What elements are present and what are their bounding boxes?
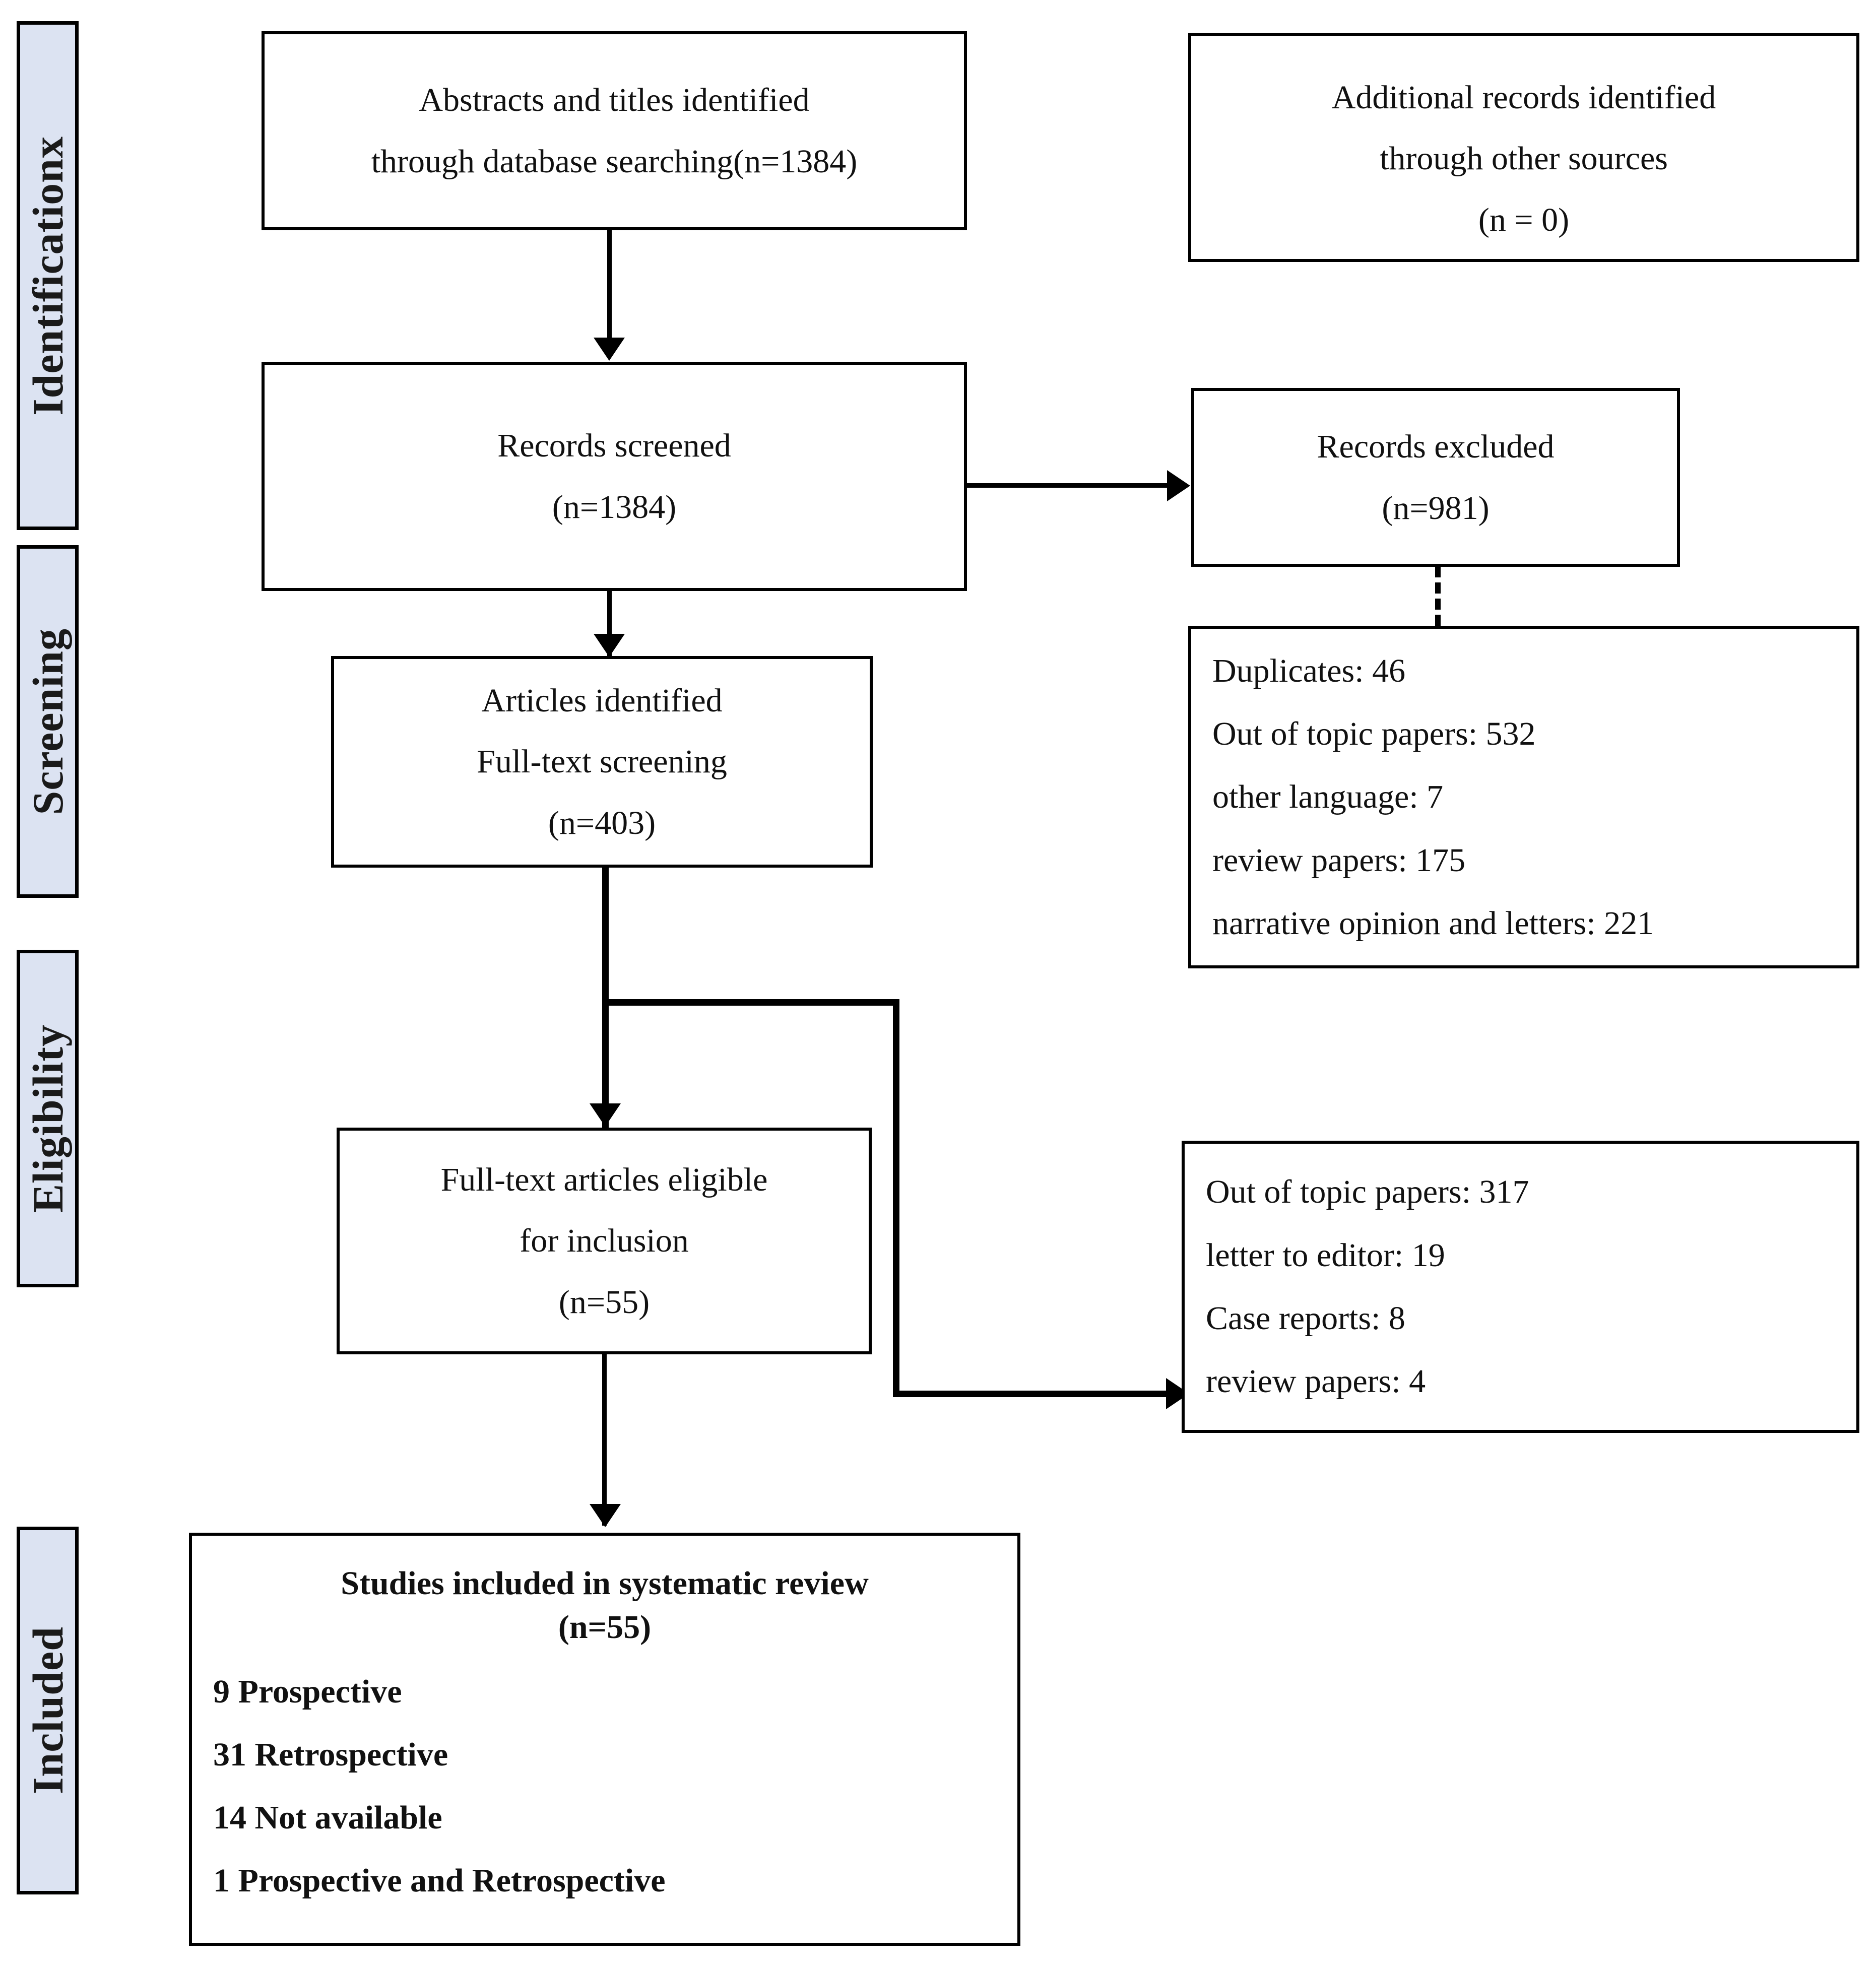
reason-review-papers-eligibility: review papers: 4: [1206, 1363, 1426, 1400]
node-eligible-articles-line-1: Full-text articles eligible: [440, 1161, 768, 1199]
stage-label-identification-text: Identificationx: [23, 136, 72, 416]
reason-duplicates: Duplicates: 46: [1212, 652, 1406, 689]
stage-label-included: Included: [17, 1527, 79, 1894]
stage-label-eligibility-text: Eligibility: [23, 1024, 72, 1213]
stage-label-eligibility: Eligibility: [17, 950, 79, 1287]
node-articles-identified: Articles identified Full-text screening …: [331, 656, 873, 868]
connector-articles-down-stem: [602, 868, 609, 1130]
included-design-retrospective: 31 Retrospective: [213, 1736, 448, 1773]
reason-out-of-topic-eligibility: Out of topic papers: 317: [1206, 1173, 1529, 1211]
included-design-not-available: 14 Not available: [213, 1799, 442, 1837]
included-design-prospective-and-retrospective: 1 Prospective and Retrospective: [213, 1862, 666, 1899]
node-eligible-articles-line-2: for inclusion: [520, 1222, 689, 1260]
arrowhead-articles-to-eligible: [590, 1103, 621, 1127]
included-design-prospective: 9 Prospective: [213, 1673, 402, 1710]
node-records-excluded-line-2: (n=981): [1382, 489, 1490, 527]
node-other-sources-line-3: (n = 0): [1478, 201, 1570, 238]
node-screening-exclusion-reasons: Duplicates: 46 Out of topic papers: 532 …: [1188, 626, 1859, 968]
connector-excluded-to-reasons-dashed: [1435, 566, 1441, 626]
node-included-studies-count: (n=55): [558, 1609, 652, 1646]
stage-label-screening-text: Screening: [23, 628, 72, 815]
stage-label-screening: Screening: [17, 545, 79, 898]
node-database-search: Abstracts and titles identified through …: [262, 31, 967, 230]
reason-letter-to-editor: letter to editor: 19: [1206, 1236, 1445, 1274]
node-other-sources: Additional records identified through ot…: [1188, 33, 1859, 262]
arrowhead-screened-to-articles: [594, 634, 625, 657]
stage-label-included-text: Included: [23, 1626, 72, 1795]
reason-other-language: other language: 7: [1212, 778, 1444, 816]
connector-articles-elbow-vertical: [893, 999, 899, 1397]
connector-search-to-screened: [607, 230, 612, 346]
node-articles-identified-line-3: (n=403): [548, 804, 656, 841]
node-articles-identified-line-1: Articles identified: [481, 682, 723, 719]
node-database-search-line-2: through database searching(n=1384): [371, 143, 858, 180]
reason-out-of-topic: Out of topic papers: 532: [1212, 715, 1536, 753]
connector-eligible-to-included: [602, 1354, 607, 1526]
connector-screened-to-articles: [607, 591, 612, 662]
node-eligible-articles: Full-text articles eligible for inclusio…: [337, 1128, 872, 1354]
node-included-studies-title: Studies included in systematic review: [341, 1565, 869, 1602]
connector-articles-elbow-horizontal: [602, 999, 899, 1006]
node-other-sources-line-2: through other sources: [1380, 140, 1668, 177]
arrowhead-screened-to-excluded: [1167, 470, 1190, 501]
node-eligible-articles-line-3: (n=55): [558, 1283, 650, 1321]
node-other-sources-line-1: Additional records identified: [1331, 79, 1716, 116]
node-records-excluded: Records excluded (n=981): [1191, 388, 1680, 567]
arrowhead-eligible-to-included: [590, 1504, 621, 1527]
node-records-excluded-line-1: Records excluded: [1317, 428, 1555, 466]
reason-narrative-opinion-letters: narrative opinion and letters: 221: [1212, 904, 1654, 942]
arrowhead-search-to-screened: [594, 338, 625, 361]
node-records-screened: Records screened (n=1384): [262, 362, 967, 591]
node-records-screened-line-2: (n=1384): [552, 488, 677, 526]
node-included-studies: Studies included in systematic review (n…: [189, 1533, 1020, 1946]
node-database-search-line-1: Abstracts and titles identified: [419, 82, 810, 119]
connector-elbow-to-eligibility-exclusions: [893, 1391, 1175, 1397]
node-eligibility-exclusion-reasons: Out of topic papers: 317 letter to edito…: [1182, 1141, 1859, 1433]
stage-label-identification: Identificationx: [17, 21, 79, 530]
connector-screened-to-excluded: [967, 483, 1169, 488]
reason-case-reports: Case reports: 8: [1206, 1300, 1405, 1337]
reason-review-papers: review papers: 175: [1212, 841, 1466, 879]
node-articles-identified-line-2: Full-text screening: [477, 743, 727, 780]
node-records-screened-line-1: Records screened: [497, 427, 731, 465]
